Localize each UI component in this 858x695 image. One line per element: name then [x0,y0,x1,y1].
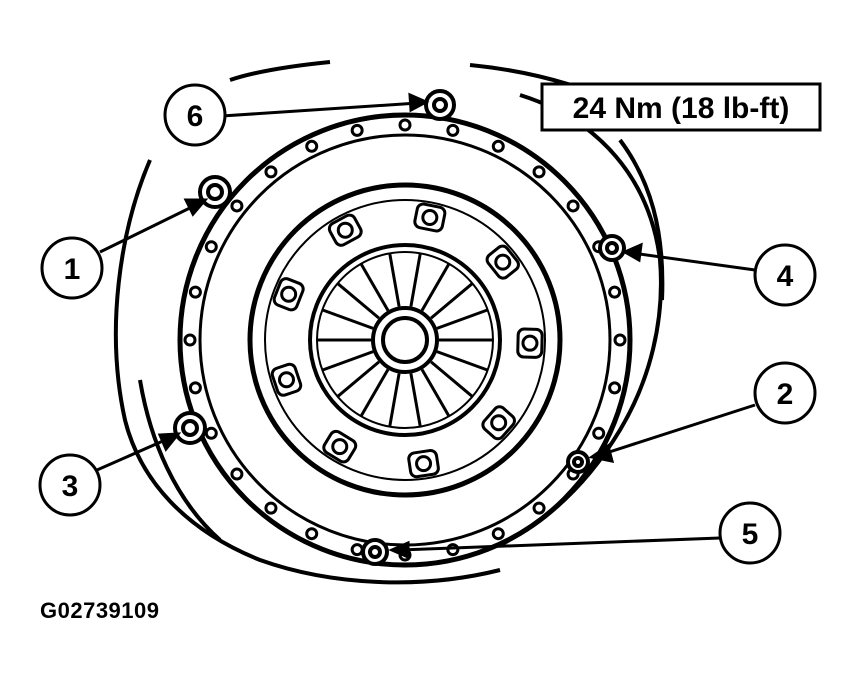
rim-hole [350,543,364,557]
spring-tab [413,202,447,233]
rim-hole [264,165,278,179]
callout-number: 1 [64,253,81,286]
rim-hole [491,527,505,541]
leader-arrows [96,92,756,560]
callout-3: 3 [38,453,102,517]
rim-hole [305,139,319,153]
arrow-icon [588,403,756,463]
rim-hole [608,381,622,395]
rim-hole [532,165,546,179]
torque-spec-label: 24 Nm (18 lb-ft) [573,92,790,125]
rim-hole [491,139,505,153]
callout-6: 6 [163,83,227,147]
rim-hole [566,199,580,213]
rim-hole [592,426,606,440]
diaphragm-finger [388,373,401,427]
arrow-icon [99,198,209,254]
rim-hole [613,333,627,347]
diaphragm-finger [359,368,390,417]
diaphragm-finger [321,350,374,372]
bolt-icon [566,450,590,474]
bolt-icon [424,89,456,121]
callout-1: 1 [40,236,104,300]
arrow-icon [221,92,430,118]
diaphragm-finger [420,263,451,312]
rim-hole [230,467,244,481]
callout-number: 6 [187,100,204,133]
bolts [173,89,626,566]
diaphragm-finger [430,360,474,398]
torque-spec-box: 24 Nm (18 lb-ft) [540,82,822,132]
spring-tab [481,405,516,441]
callout-4: 4 [753,243,817,307]
diaphragm-finger [359,263,390,312]
spring-tab [272,277,305,312]
callout-number: 4 [777,260,794,293]
figure-id: G02739109 [40,598,160,623]
rim-hole [188,381,202,395]
rim-hole [204,426,218,440]
diaphragm-finger [409,253,422,307]
rim-hole [350,123,364,137]
rim-hole [188,285,202,299]
spring-tab [407,448,440,479]
rim-hole [204,240,218,254]
rim-hole [608,285,622,299]
spring-tab [322,429,358,464]
bolt-icon [173,411,207,445]
rim-hole [230,199,244,213]
spring-tab [270,362,303,397]
spring-tab [327,213,363,247]
diaphragm-finger [388,253,401,307]
rim-hole [264,501,278,515]
diaphragm-finger [430,282,474,320]
arrow-icon [388,536,721,560]
callout-number: 2 [777,378,794,411]
cover-spring-tabs [270,202,544,479]
diaphragm-finger [321,308,374,330]
diaphragm-finger [420,368,451,417]
diaphragm-finger [336,360,380,398]
pressure-plate [177,112,633,568]
rim-hole [446,123,460,137]
bolt-icon [598,234,626,262]
rim-hole [398,118,412,132]
bolt-icon [361,538,389,566]
callout-number: 3 [62,470,79,503]
bolt-icon [198,175,232,209]
callout-number: 5 [742,518,759,551]
spring-tab [516,327,544,359]
rim-hole [183,333,197,347]
diaphragm-finger [409,373,422,427]
rim-hole [532,501,546,515]
diaphragm-finger [436,308,489,330]
callout-2: 2 [753,361,817,425]
rim-hole [305,527,319,541]
diaphragm-finger [336,282,380,320]
callout-5: 5 [718,501,782,565]
diaphragm-fingers [317,253,493,427]
arrow-icon [96,432,182,472]
diaphragm-finger [436,350,489,372]
arrow-icon [621,242,756,272]
spring-tab [485,244,520,280]
